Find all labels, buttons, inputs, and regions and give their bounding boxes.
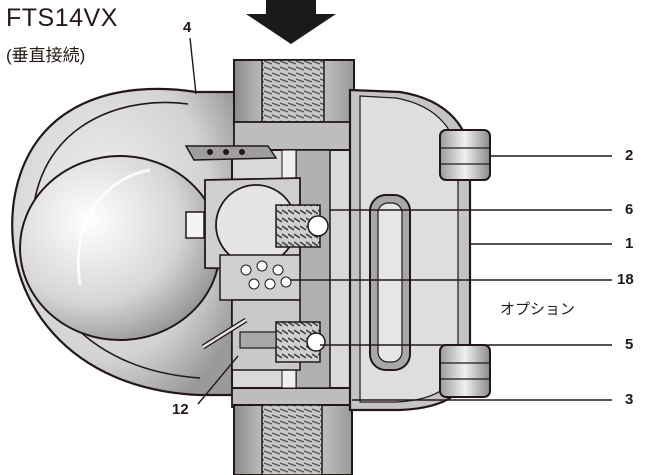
- cover-bolt-upper: [439, 129, 491, 181]
- valve-seat-assembly: [204, 177, 329, 271]
- callout-5: 5: [625, 336, 634, 353]
- inlet-top-connection: [233, 59, 385, 153]
- lower-valve-plug: [201, 299, 326, 371]
- callout-1: 1: [625, 235, 634, 252]
- leader-lines: [189, 37, 612, 405]
- cover-bolt-lower: [439, 344, 491, 398]
- model-title: FTS14VX: [6, 4, 118, 32]
- option-note: オプション: [500, 301, 576, 318]
- callout-18: 18: [617, 271, 634, 288]
- float-lever: [184, 145, 278, 239]
- float-ball: [19, 155, 221, 341]
- air-vent-element: [219, 254, 301, 301]
- callout-4: 4: [183, 19, 192, 36]
- callout-2: 2: [625, 147, 634, 164]
- flow-arrow-down-icon: [246, 0, 336, 44]
- leader-4: [189, 37, 197, 95]
- outlet-bottom-connection: [231, 384, 383, 475]
- connection-type-subtitle: (垂直接続): [6, 46, 86, 65]
- callout-6: 6: [625, 201, 634, 218]
- callout-12: 12: [172, 401, 189, 418]
- leader-12: [197, 355, 239, 405]
- callout-3: 3: [625, 391, 634, 408]
